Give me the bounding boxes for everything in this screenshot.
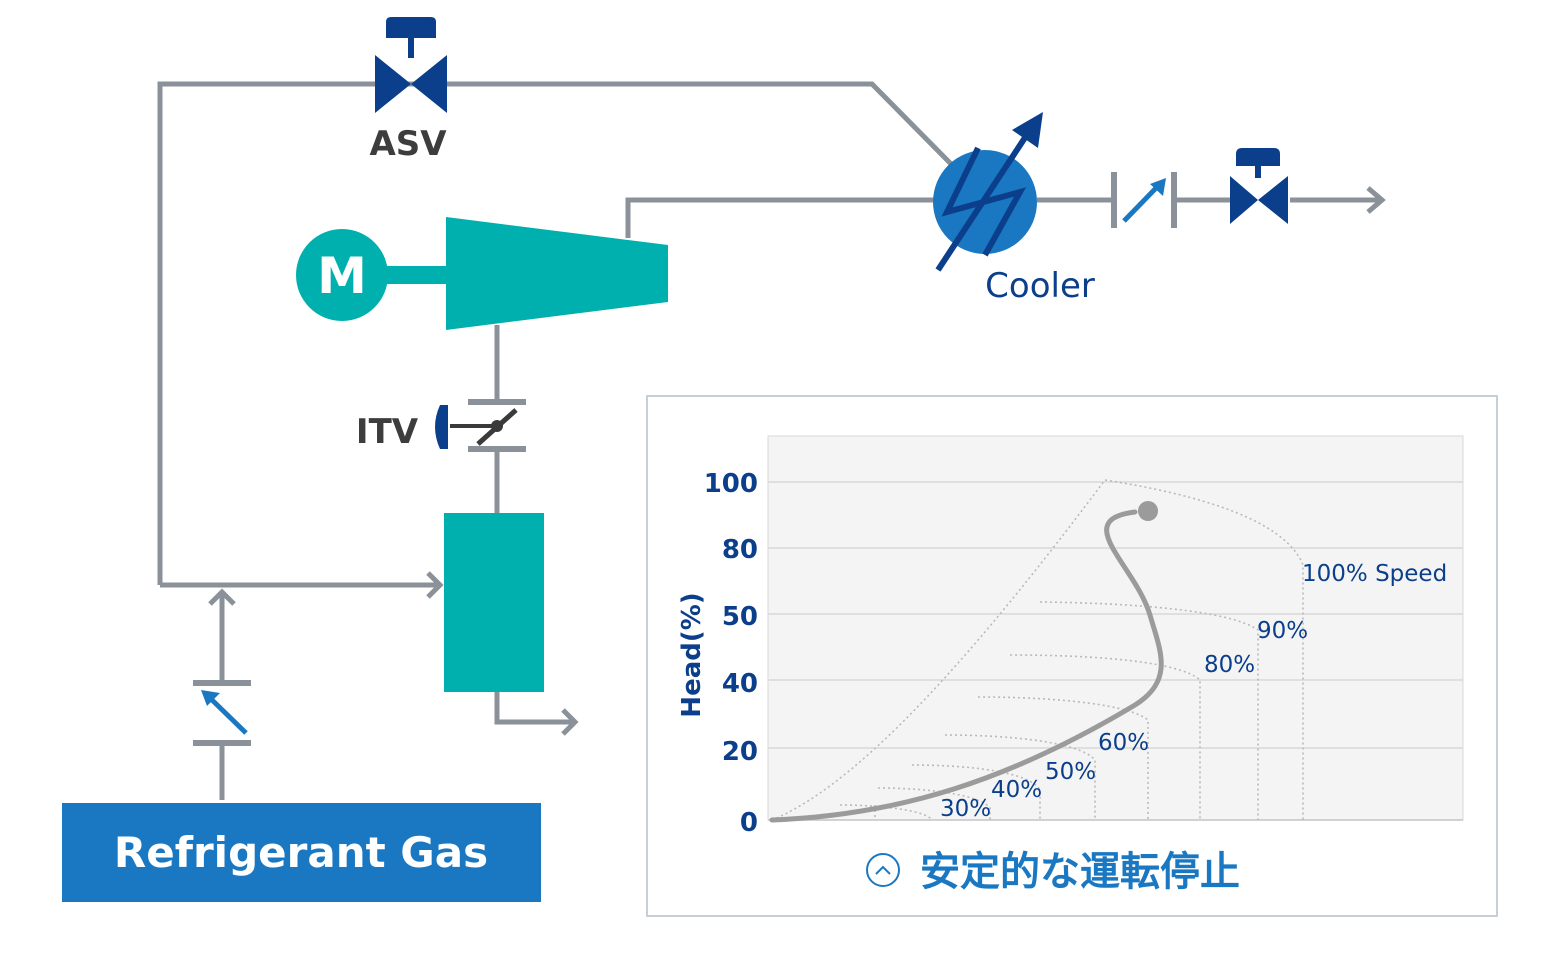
y-tick-0: 0 bbox=[740, 808, 758, 838]
y-axis-label: Head(%) bbox=[677, 592, 707, 717]
y-tick-20: 20 bbox=[722, 737, 758, 767]
speed-curve-50 bbox=[911, 764, 1041, 820]
y-tick-80: 80 bbox=[722, 535, 758, 565]
speed-label-90: 90% bbox=[1257, 618, 1308, 644]
speed-curves bbox=[771, 479, 1304, 821]
y-tick-labels: 100 80 50 40 20 0 bbox=[704, 469, 758, 838]
asv-label: ASV bbox=[369, 124, 447, 164]
chevron-up-circle-icon bbox=[866, 853, 900, 887]
y-tick-100: 100 bbox=[704, 469, 758, 499]
drum-outlet-arrow bbox=[561, 708, 579, 736]
speed-label-100: 100% Speed bbox=[1302, 561, 1447, 587]
speed-labels: 100% Speed 90% 80% 60% 50% 40% 30% bbox=[940, 561, 1447, 822]
cooler-label: Cooler bbox=[985, 266, 1095, 306]
chart-caption: 安定的な運転停止 bbox=[920, 849, 1240, 895]
motor-label: M bbox=[317, 247, 367, 305]
speed-label-50: 50% bbox=[1045, 759, 1096, 785]
recycle-line bbox=[157, 81, 957, 585]
recycle-arrow bbox=[426, 571, 444, 599]
check-valve-icon bbox=[1111, 172, 1177, 228]
shutdown-trajectory bbox=[769, 509, 1164, 823]
feed-check-valve-icon bbox=[193, 680, 251, 746]
speed-curve-60 bbox=[944, 734, 1096, 820]
speed-curve-70 bbox=[977, 696, 1149, 820]
plot-area bbox=[767, 435, 1464, 821]
itv-label: ITV bbox=[356, 412, 419, 452]
speed-label-30: 30% bbox=[940, 796, 991, 822]
speed-curve-90 bbox=[1039, 601, 1259, 820]
outlet-control-valve-icon bbox=[1230, 148, 1288, 224]
speed-label-40: 40% bbox=[991, 777, 1042, 803]
separator-drum bbox=[444, 513, 544, 692]
motor-icon bbox=[296, 229, 450, 321]
surge-line bbox=[771, 479, 1106, 821]
speed-label-80: 80% bbox=[1204, 652, 1255, 678]
outlet-arrow bbox=[1366, 186, 1386, 214]
y-tick-40: 40 bbox=[722, 669, 758, 699]
refrigerant-gas-box bbox=[62, 803, 541, 902]
piping bbox=[157, 81, 1386, 800]
speed-curve-100 bbox=[1104, 479, 1304, 820]
speed-curve-30 bbox=[839, 804, 931, 820]
compressor-icon bbox=[446, 217, 668, 330]
source-label: Refrigerant Gas bbox=[114, 828, 488, 877]
butterfly-valve-icon bbox=[435, 399, 526, 452]
heat-exchanger-icon bbox=[933, 112, 1043, 272]
y-tick-50: 50 bbox=[722, 602, 758, 632]
control-valve-icon bbox=[375, 17, 447, 113]
feed-arrow bbox=[208, 588, 236, 606]
trajectory-start-point bbox=[1138, 501, 1158, 521]
discharge-line bbox=[625, 197, 935, 238]
speed-curve-80 bbox=[1009, 654, 1201, 820]
speed-label-60: 60% bbox=[1098, 730, 1149, 756]
